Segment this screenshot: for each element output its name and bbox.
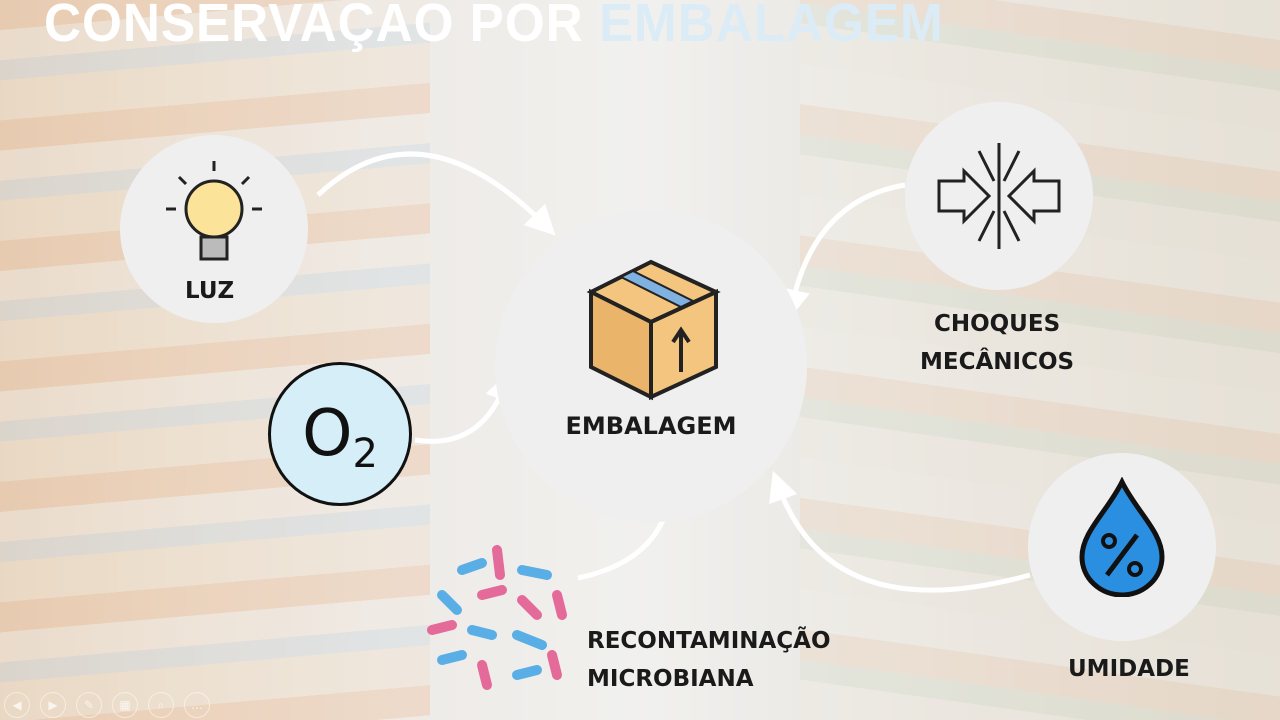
umidade-label: UMIDADE — [1068, 656, 1190, 682]
luz-label: LUZ — [185, 278, 235, 304]
background-shelves-left — [0, 0, 430, 720]
oxygen-subscript: 2 — [352, 431, 378, 477]
choques-label: CHOQUES MECÂNICOS — [920, 305, 1074, 381]
humidity-drop-icon — [1079, 477, 1165, 597]
microbiana-label: RECONTAMINAÇÃO MICROBIANA — [587, 622, 831, 698]
arrow-luz — [316, 151, 556, 236]
title-part1: CONSERVAÇAO POR — [44, 0, 584, 53]
factor-luz — [120, 135, 308, 323]
next-slide-button[interactable]: ▶ — [40, 692, 66, 718]
slideshow-toolbar: ◀ ▶ ✎ ▦ ⌕ … — [4, 692, 210, 718]
choques-line2: MECÂNICOS — [920, 349, 1075, 375]
center-embalagem: EMBALAGEM — [495, 210, 807, 522]
zoom-button[interactable]: ⌕ — [148, 692, 174, 718]
center-label: EMBALAGEM — [565, 412, 737, 440]
arrow-o2 — [414, 371, 514, 444]
slide-title: CONSERVAÇAO POR EMBALAGEM — [44, 0, 944, 54]
see-all-slides-button[interactable]: ▦ — [112, 692, 138, 718]
pen-tool-button[interactable]: ✎ — [76, 692, 102, 718]
bacteria-icon — [427, 545, 567, 690]
box-icon — [586, 259, 721, 401]
more-options-button[interactable]: … — [184, 692, 210, 718]
factor-choques — [905, 102, 1093, 290]
factor-umidade — [1028, 453, 1216, 641]
previous-slide-button[interactable]: ◀ — [4, 692, 30, 718]
microbiana-line2: MICROBIANA — [587, 666, 754, 692]
compression-icon — [937, 143, 1061, 249]
choques-line1: CHOQUES — [933, 311, 1061, 337]
lightbulb-icon — [166, 161, 262, 261]
arrow-umidade — [768, 470, 1031, 593]
arrow-choques — [780, 182, 906, 320]
microbiana-line1: RECONTAMINAÇÃO — [587, 628, 831, 654]
title-part2: EMBALAGEM — [598, 0, 944, 53]
oxygen-symbol: O — [302, 397, 353, 471]
